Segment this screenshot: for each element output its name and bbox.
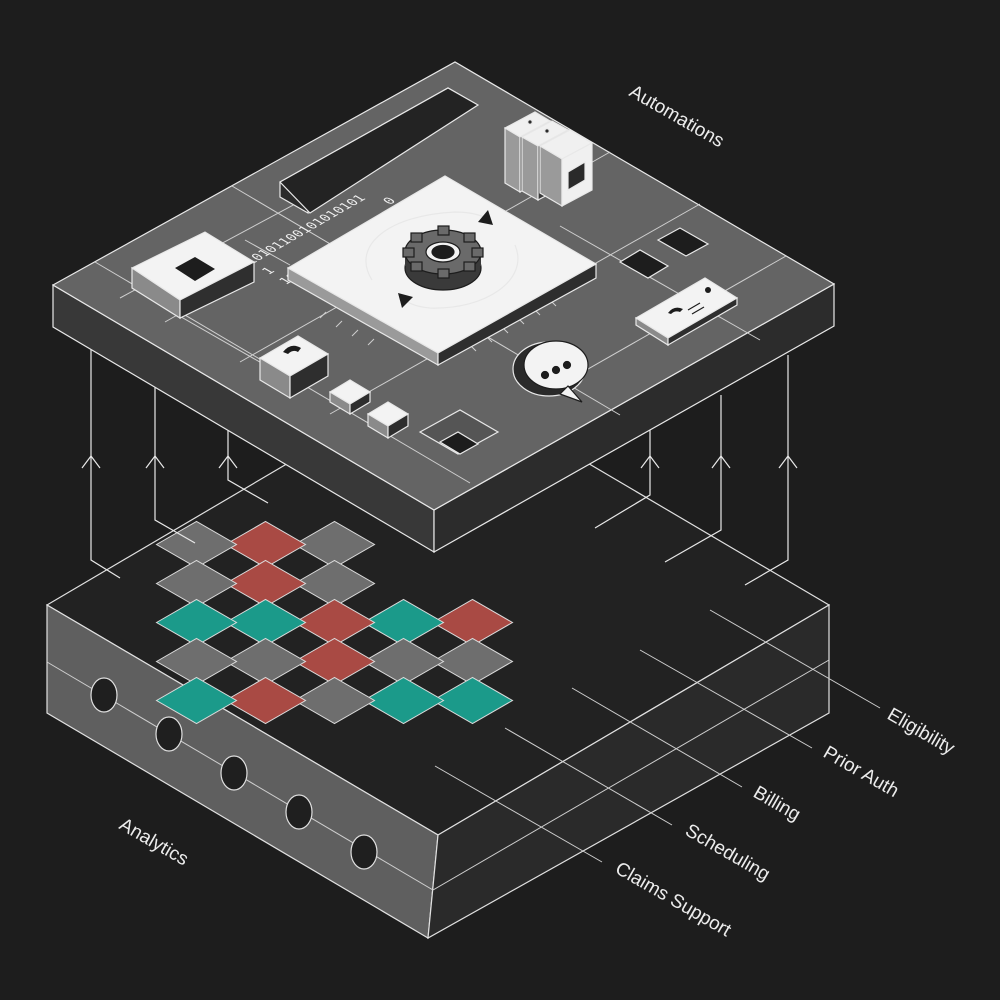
grid-tile-gray (362, 637, 445, 686)
grid-tile-red (224, 520, 307, 569)
sockets (418, 227, 710, 455)
grid-tile-red (293, 637, 376, 686)
port-hole (285, 794, 313, 830)
automations-layer: 10101100101010101 1 0 10101010101010101 (51, 61, 836, 554)
grid-tile-gray (155, 637, 238, 686)
up-arrow-icon (81, 455, 101, 469)
analytics-layer (45, 374, 831, 940)
port-hole (90, 677, 118, 713)
phone-icon (283, 345, 301, 354)
grid-tile-gray (431, 637, 514, 686)
grid-tile-gray (293, 559, 376, 608)
analytics-ports (90, 677, 378, 870)
chat-bubble-icon (512, 340, 589, 403)
chip-module (130, 231, 256, 320)
small-cubes (328, 379, 410, 440)
server-blocks (503, 111, 594, 208)
grid-tile-red (431, 598, 514, 647)
gear-icon (402, 225, 484, 291)
port-hole (350, 834, 378, 870)
grid-tile-gray (293, 676, 376, 725)
phone-icon (668, 307, 683, 314)
grid-tile-gray (293, 520, 376, 569)
grid-tile-red (224, 676, 307, 725)
grid-tile-teal (224, 598, 307, 647)
mobile-device (634, 277, 739, 347)
category-leader-lines (434, 609, 881, 863)
grid-tile-gray (224, 637, 307, 686)
up-arrow-icon (145, 455, 165, 469)
analytics-right-face (427, 603, 830, 940)
port-hole (155, 716, 183, 752)
workflow-grid (155, 520, 514, 725)
up-arrow-icon (218, 455, 238, 469)
binary-row-2-end: 0 (380, 196, 400, 207)
port-hole (220, 755, 248, 791)
grid-tile-teal (155, 598, 238, 647)
automation-engine (286, 175, 598, 367)
phone-module (258, 335, 330, 400)
up-arrow-icon (711, 455, 731, 469)
up-arrow-icon (778, 455, 798, 469)
grid-tile-red (224, 559, 307, 608)
up-arrow-icon (640, 455, 660, 469)
grid-tile-teal (431, 676, 514, 725)
grid-tile-gray (155, 559, 238, 608)
binary-row-2: 1 (259, 266, 279, 277)
data-flow-connectors (81, 345, 798, 586)
grid-tile-teal (362, 676, 445, 725)
grid-tile-teal (155, 676, 238, 725)
grid-tile-red (293, 598, 376, 647)
grid-tile-teal (362, 598, 445, 647)
